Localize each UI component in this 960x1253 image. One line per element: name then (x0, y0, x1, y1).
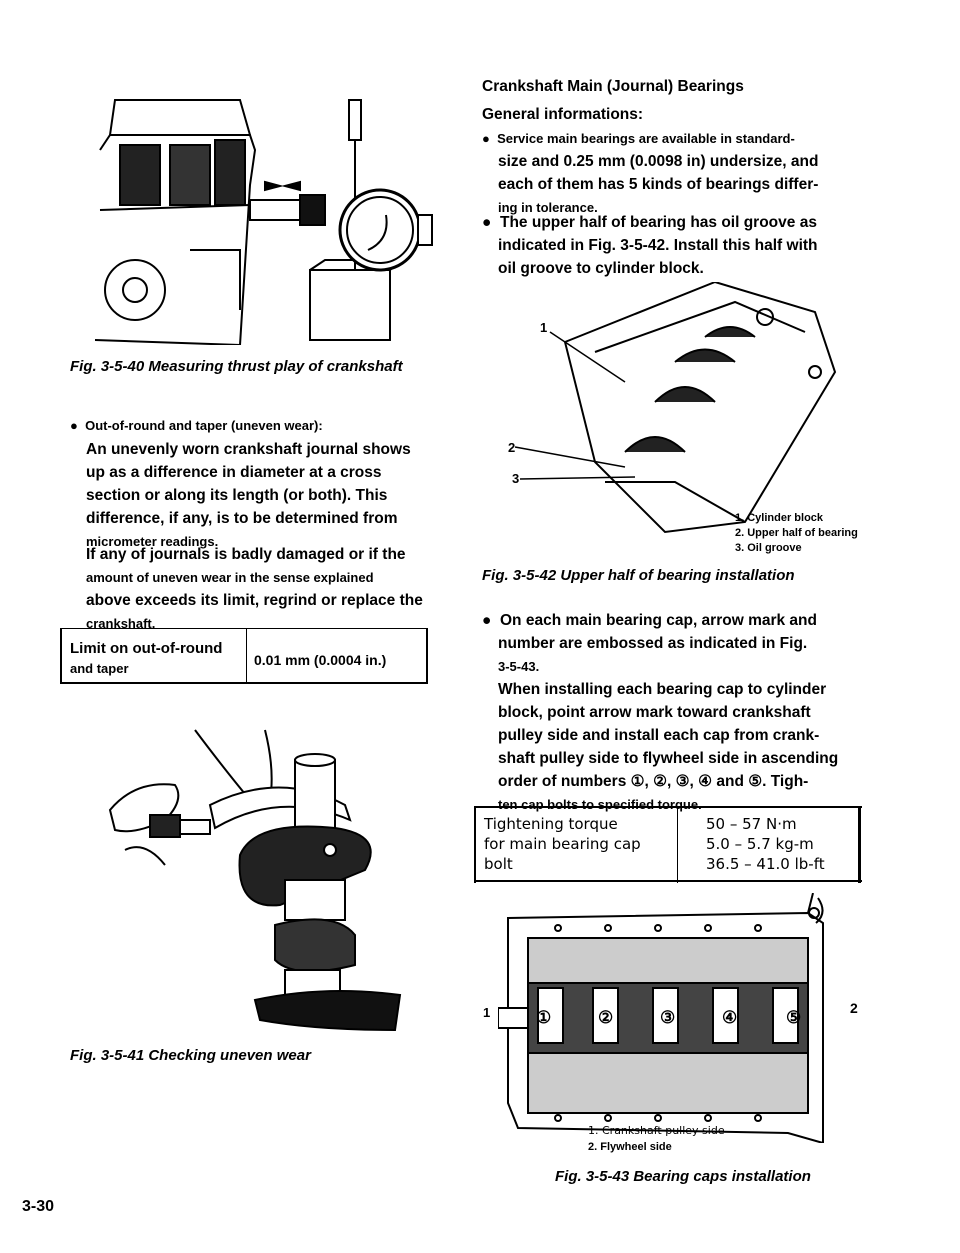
para2-line-3: above exceeds its limit, regrind or repl… (86, 592, 423, 609)
fig43-cap-numbers: ① ② ③ ④ ⑤ (534, 1008, 834, 1032)
limit-table-left-rule (60, 628, 62, 683)
fig42-callout-3: 3 (512, 471, 520, 486)
torque-values: 50 – 57 N·m 5.0 – 5.7 kg-m 36.5 – 41.0 l… (706, 814, 825, 874)
bullet-dot: ● (482, 612, 492, 629)
fig42-callout-2: 2 (508, 440, 516, 455)
fig42-legend-3: 3. Oil groove (735, 542, 802, 554)
cap-number-4: ④ (722, 1008, 738, 1027)
fig-3-5-43-illustration (498, 893, 824, 1143)
limit-value: 0.01 mm (0.0004 in.) (254, 652, 387, 668)
b3-line-6: pulley side and install each cap from cr… (498, 727, 820, 744)
cap-number-1: ① (536, 1008, 552, 1027)
fig42-legend-1: 1. Cylinder block (735, 512, 824, 524)
b2-line-2: indicated in Fig. 3-5-42. Install this h… (498, 237, 818, 254)
fig43-legend-2: 2. Flywheel side (588, 1141, 672, 1153)
cap-number-5: ⑤ (786, 1008, 802, 1027)
fig-3-5-40-illustration (94, 99, 433, 345)
torque-label-line-1: Tightening torque (484, 815, 618, 833)
bullet-dot: ● (70, 418, 78, 433)
cap-number-3: ③ (660, 1008, 676, 1027)
bullet-heading-text: Out-of-round and taper (uneven wear): (85, 418, 323, 433)
section-subtitle: General informations: (482, 106, 644, 123)
para1-line-5: micrometer readings. (86, 534, 219, 549)
fig-3-5-43-caption: Fig. 3-5-43 Bearing caps installation (555, 1168, 811, 1185)
torque-table-top-rule (474, 806, 862, 808)
fig43-legend: 1. Crankshaft pulley side 2. Flywheel si… (588, 1122, 725, 1156)
torque-label-line-2: for main bearing cap (484, 835, 641, 853)
torque-table-divider (677, 806, 678, 883)
torque-table-left-rule (474, 806, 476, 883)
fig42-callout-1: 1 (540, 320, 548, 335)
out-of-round-paragraph-1: An unevenly worn crankshaft journal show… (86, 438, 426, 553)
bullet-heading-out-of-round: ● Out-of-round and taper (uneven wear): (70, 414, 323, 437)
torque-value-nm: 50 – 57 N·m (706, 815, 797, 833)
page-number: 3-30 (22, 1198, 55, 1215)
para2-line-2: amount of uneven wear in the sense expla… (86, 570, 374, 585)
para1-line-3: section or along its length (or both). T… (86, 487, 388, 504)
torque-table-right-rule (858, 806, 861, 883)
bullet-dot: ● (482, 214, 492, 231)
torque-table-bottom-rule (474, 880, 862, 882)
b1-line-3: each of them has 5 kinds of bearings dif… (498, 176, 819, 193)
para1-line-2: up as a difference in diameter at a cros… (86, 464, 382, 481)
torque-label-line-3: bolt (484, 855, 513, 873)
fig43-legend-1: 1. Crankshaft pulley side (588, 1124, 725, 1137)
bullet-service-bearings: ● Service main bearings are available in… (482, 127, 882, 219)
b3-line-9: ten cap bolts to specified torque. (498, 797, 702, 812)
b3-line-4: When installing each bearing cap to cyli… (498, 681, 827, 698)
para1-line-1: An unevenly worn crankshaft journal show… (86, 441, 411, 458)
fig-3-5-42-illustration (514, 282, 837, 534)
b3-line-1: On each main bearing cap, arrow mark and (500, 612, 817, 629)
limit-table-top-rule (60, 628, 428, 629)
limit-table-divider (246, 628, 247, 683)
out-of-round-paragraph-2: If any of journals is badly damaged or i… (86, 543, 426, 635)
b2-line-1: The upper half of bearing has oil groove… (500, 214, 817, 231)
limit-label-line-1: Limit on out-of-round (70, 640, 223, 657)
fig42-legend-2: 2. Upper half of bearing (735, 527, 858, 539)
fig-3-5-41-illustration (108, 729, 402, 1032)
b1-line-2: size and 0.25 mm (0.0098 in) undersize, … (498, 153, 819, 170)
fig43-side-label-2: 2 (850, 1000, 858, 1016)
bullet-dot: ● (482, 131, 490, 146)
b1-line-1: Service main bearings are available in s… (497, 131, 795, 146)
b3-line-8: order of numbers ①, ②, ③, ④ and ⑤. Tigh- (498, 773, 809, 790)
b3-line-7: shaft pulley side to flywheel side in as… (498, 750, 839, 767)
cap-number-2: ② (598, 1008, 614, 1027)
limit-table: Limit on out-of-round and taper 0.01 mm … (60, 628, 428, 684)
para2-line-4: crankshaft. (86, 616, 156, 631)
bullet-bearing-cap: ● On each main bearing cap, arrow mark a… (482, 609, 882, 816)
fig-3-5-41-caption: Fig. 3-5-41 Checking uneven wear (70, 1047, 311, 1064)
para2-line-1: If any of journals is badly damaged or i… (86, 546, 406, 563)
para1-line-4: difference, if any, is to be determined … (86, 510, 398, 527)
section-title: Crankshaft Main (Journal) Bearings (482, 78, 744, 95)
torque-value-lbft: 36.5 – 41.0 lb-ft (706, 855, 825, 873)
limit-label-line-2: and taper (70, 661, 129, 676)
limit-table-right-rule (426, 628, 428, 683)
b1-line-4: ing in tolerance. (498, 200, 598, 215)
b3-line-3: 3-5-43. (498, 659, 540, 674)
bullet-upper-half: ● The upper half of bearing has oil groo… (482, 211, 882, 280)
b3-line-2: number are embossed as indicated in Fig. (498, 635, 808, 652)
fig-3-5-42-caption: Fig. 3-5-42 Upper half of bearing instal… (482, 567, 795, 584)
torque-value-kgm: 5.0 – 5.7 kg-m (706, 835, 814, 853)
b2-line-3: oil groove to cylinder block. (498, 260, 704, 277)
fig42-legend: 1. Cylinder block 2. Upper half of beari… (735, 511, 858, 556)
fig-3-5-40-caption: Fig. 3-5-40 Measuring thrust play of cra… (70, 358, 403, 375)
torque-table: Tightening torque for main bearing cap b… (474, 806, 862, 883)
limit-table-bottom-rule (60, 682, 428, 684)
b3-line-5: block, point arrow mark toward crankshaf… (498, 704, 811, 721)
fig43-side-label-1: 1 (483, 1005, 491, 1020)
torque-label: Tightening torque for main bearing cap b… (484, 814, 641, 874)
